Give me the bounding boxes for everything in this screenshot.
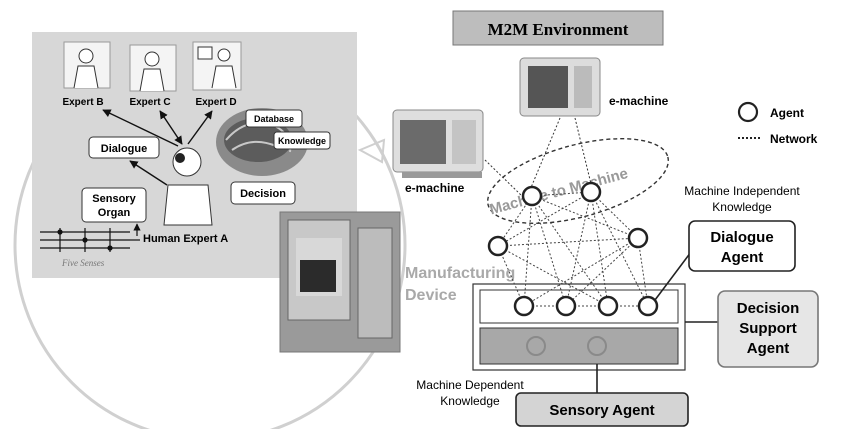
expert-b-label: Expert B: [62, 97, 103, 108]
human-expert-a-label: Human Expert A: [143, 233, 228, 245]
sensory-organ-line1: Sensory: [92, 193, 136, 205]
agent-node: [521, 185, 543, 207]
faded-agent-node: [587, 336, 607, 356]
lower-agent-band: [479, 327, 679, 365]
title-box: [452, 10, 664, 46]
agent-node: [487, 235, 509, 257]
arrow-expert-c: [159, 110, 183, 145]
agent-nodes: [487, 181, 659, 317]
machine-independent-line2: Knowledge: [712, 200, 772, 214]
machine-dependent-line2: Knowledge: [440, 394, 500, 408]
agent-node: [597, 295, 619, 317]
sensory-agent-box: [515, 392, 689, 427]
device-frame: [472, 283, 686, 371]
faded-agent-nodes: [526, 336, 607, 356]
arrow-expert-d: [187, 110, 213, 145]
agent-node: [513, 295, 535, 317]
diagram-title: M2M Environment: [488, 20, 629, 39]
m2m-ellipse: [486, 138, 670, 224]
dialogue-agent-line1: Dialogue: [710, 229, 773, 246]
sensory-organ-line2: Organ: [98, 207, 131, 219]
machine-independent-line1: Machine Independent: [684, 184, 800, 198]
decision-agent-line1: Decision: [737, 300, 800, 317]
expert-d-figure: [192, 41, 242, 91]
sensory-agent-label: Sensory Agent: [549, 402, 654, 419]
left-e-machine-image: [392, 109, 484, 178]
decision-label: Decision: [240, 188, 286, 200]
five-senses-wiring: [40, 223, 141, 252]
agent-node: [637, 295, 659, 317]
machine-dependent-line1: Machine Dependent: [416, 378, 524, 392]
expert-d-label: Expert D: [195, 97, 236, 108]
dialogue-label: Dialogue: [101, 143, 147, 155]
decision-agent-line3: Agent: [747, 340, 790, 357]
legend-network-label: Network: [770, 132, 818, 146]
decision-box: [230, 181, 296, 205]
manufacturing-line2: Device: [405, 287, 457, 304]
legend-agent-label: Agent: [770, 106, 804, 120]
manufacturing-device-image: [279, 211, 401, 353]
dialogue-box: [88, 136, 160, 159]
human-expert-a-figure: [163, 147, 213, 226]
dialogue-agent-box: [688, 220, 796, 272]
dialogue-agent-line2: Agent: [721, 249, 764, 266]
database-label: Database: [254, 114, 294, 124]
callout-wedge: [357, 138, 386, 164]
left-e-machine-label: e-machine: [405, 181, 465, 195]
agent-node: [627, 227, 649, 249]
top-e-machine-image: [519, 57, 601, 117]
machine-network-links: [484, 117, 593, 197]
faded-agent-node: [526, 336, 546, 356]
knowledge-label: Knowledge: [278, 136, 326, 146]
legend-agent-icon: [737, 101, 759, 123]
expert-c-figure: [129, 44, 177, 92]
decision-agent-line2: Support: [739, 320, 797, 337]
five-senses-label: Five Senses: [61, 258, 105, 268]
agent-node: [580, 181, 602, 203]
top-e-machine-label: e-machine: [609, 94, 669, 108]
sensory-organ-box: [81, 187, 147, 223]
decision-agent-box: [717, 290, 819, 368]
expert-c-label: Expert C: [129, 97, 170, 108]
database-box: [245, 109, 303, 128]
agent-node: [555, 295, 577, 317]
dialogue-agent-link: [654, 251, 692, 301]
knowledge-box: [273, 131, 331, 150]
manufacturing-line1: Manufacturing: [405, 265, 515, 282]
expert-b-figure: [63, 41, 111, 89]
agent-network-links: [497, 191, 649, 307]
arrow-sensory: [129, 160, 168, 186]
